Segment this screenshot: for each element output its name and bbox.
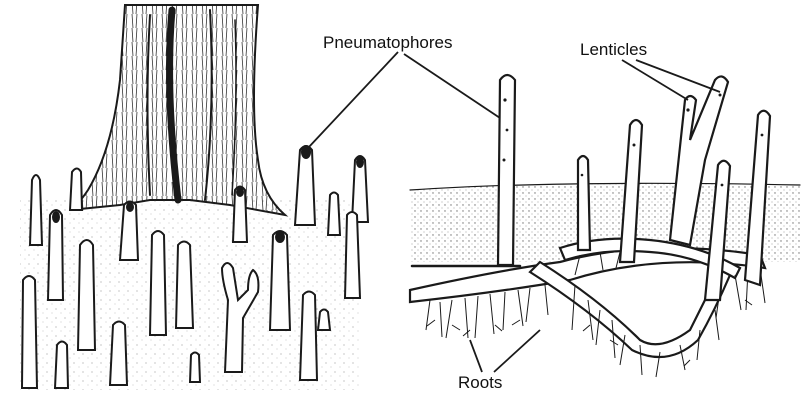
roots-leader-left <box>470 340 482 372</box>
lenticles-leader-1 <box>622 60 688 100</box>
right-scene <box>410 75 800 377</box>
pneumatophores-leader-left <box>308 52 398 148</box>
lenticles-label: Lenticles <box>580 40 647 59</box>
tree-trunk <box>70 5 285 215</box>
pneumatophores-label: Pneumatophores <box>323 33 452 52</box>
pneumatophores-leader-right <box>404 54 500 118</box>
roots-leader-right <box>494 330 540 372</box>
left-scene <box>20 5 368 390</box>
roots-label: Roots <box>458 373 502 392</box>
